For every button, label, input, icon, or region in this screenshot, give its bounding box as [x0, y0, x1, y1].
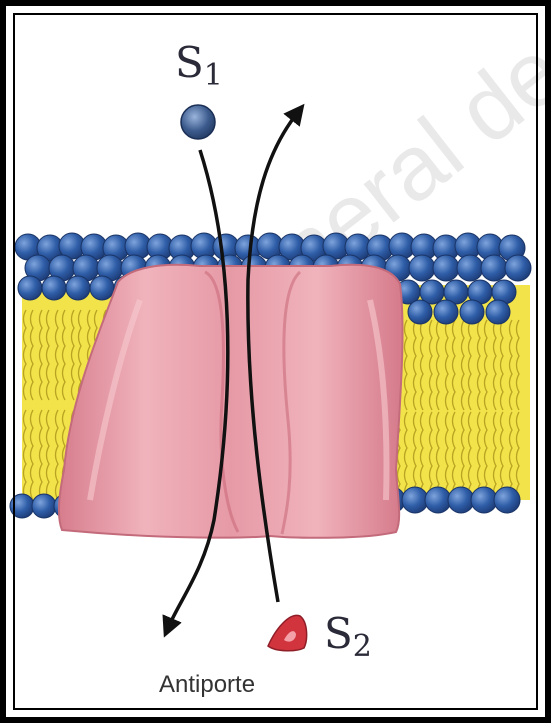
phospholipid-head: [402, 487, 428, 513]
phospholipid-head: [494, 487, 520, 513]
phospholipid-head: [471, 487, 497, 513]
phospholipid-head: [460, 300, 484, 324]
phospholipid-head: [505, 255, 531, 281]
phospholipid-head: [90, 276, 114, 300]
phospholipid-head: [32, 494, 56, 518]
phospholipid-head: [448, 487, 474, 513]
phospholipid-head: [486, 300, 510, 324]
phospholipid-head: [409, 255, 435, 281]
diagram-caption: Antiporte: [159, 671, 255, 698]
phospholipid-head: [66, 276, 90, 300]
phospholipid-head: [434, 300, 458, 324]
phospholipid-head: [433, 255, 459, 281]
phospholipid-head: [42, 276, 66, 300]
blue-sphere-icon: [181, 105, 215, 139]
phospholipid-head: [457, 255, 483, 281]
phospholipid-head: [18, 276, 42, 300]
phospholipid-head: [425, 487, 451, 513]
phospholipid-head: [408, 300, 432, 324]
phospholipid-head: [481, 255, 507, 281]
transport-protein: [59, 265, 403, 538]
